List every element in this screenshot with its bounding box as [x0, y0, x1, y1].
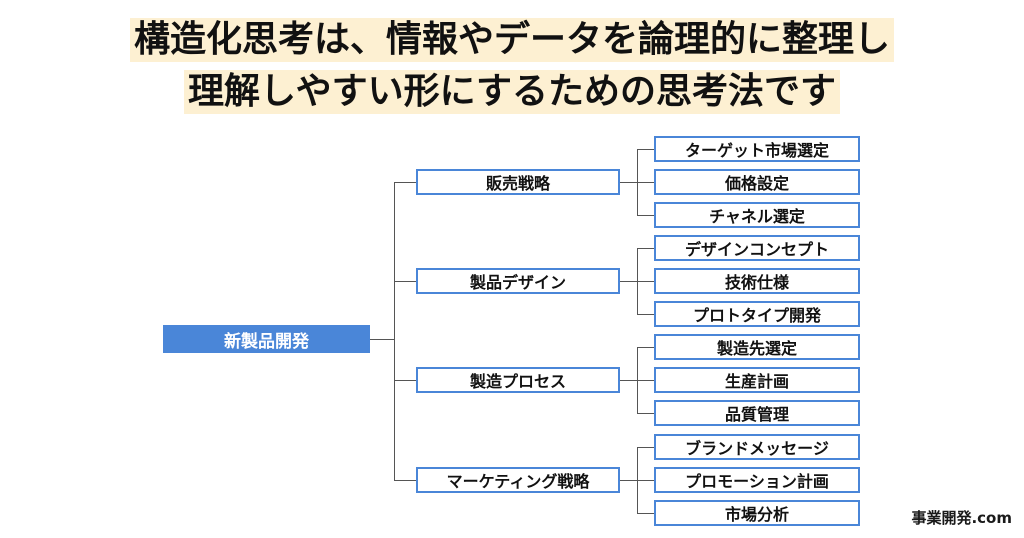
title-line-2: 理解しやすい形にするための思考法です — [183, 70, 841, 114]
connector — [637, 314, 654, 315]
connector — [620, 480, 637, 481]
site-watermark: 事業開発.com — [911, 509, 1012, 527]
leaf-node: 品質管理 — [654, 400, 860, 426]
connector — [637, 248, 654, 249]
leaf-node: ターゲット市場選定 — [654, 136, 860, 162]
leaf-node: 市場分析 — [654, 500, 860, 526]
title-line-1: 構造化思考は、情報やデータを論理的に整理し — [129, 18, 895, 62]
connector — [637, 447, 654, 448]
category-manufacturing-process: 製造プロセス — [416, 367, 620, 393]
connector — [637, 182, 654, 183]
leaf-node: デザインコンセプト — [654, 235, 860, 261]
leaf-node: プロトタイプ開発 — [654, 301, 860, 327]
leaf-node: 技術仕様 — [654, 268, 860, 294]
category-marketing-strategy: マーケティング戦略 — [416, 467, 620, 493]
category-sales-strategy: 販売戦略 — [416, 169, 620, 195]
category-product-design: 製品デザイン — [416, 268, 620, 294]
connector — [394, 380, 416, 381]
root-node: 新製品開発 — [163, 325, 370, 353]
connector — [637, 281, 654, 282]
leaf-node: 生産計画 — [654, 367, 860, 393]
connector — [370, 339, 394, 340]
connector — [637, 380, 654, 381]
connector — [620, 281, 637, 282]
leaf-node: 価格設定 — [654, 169, 860, 195]
connector — [637, 513, 654, 514]
connector — [394, 281, 416, 282]
connector — [637, 149, 654, 150]
leaf-node: 製造先選定 — [654, 334, 860, 360]
connector — [637, 413, 654, 414]
leaf-node: ブランドメッセージ — [654, 434, 860, 460]
connector — [620, 380, 637, 381]
connector — [637, 215, 654, 216]
connector — [394, 182, 395, 481]
leaf-node: プロモーション計画 — [654, 467, 860, 493]
connector — [394, 182, 416, 183]
connector — [394, 480, 416, 481]
connector — [637, 347, 654, 348]
leaf-node: チャネル選定 — [654, 202, 860, 228]
connector — [620, 182, 637, 183]
connector — [637, 480, 654, 481]
